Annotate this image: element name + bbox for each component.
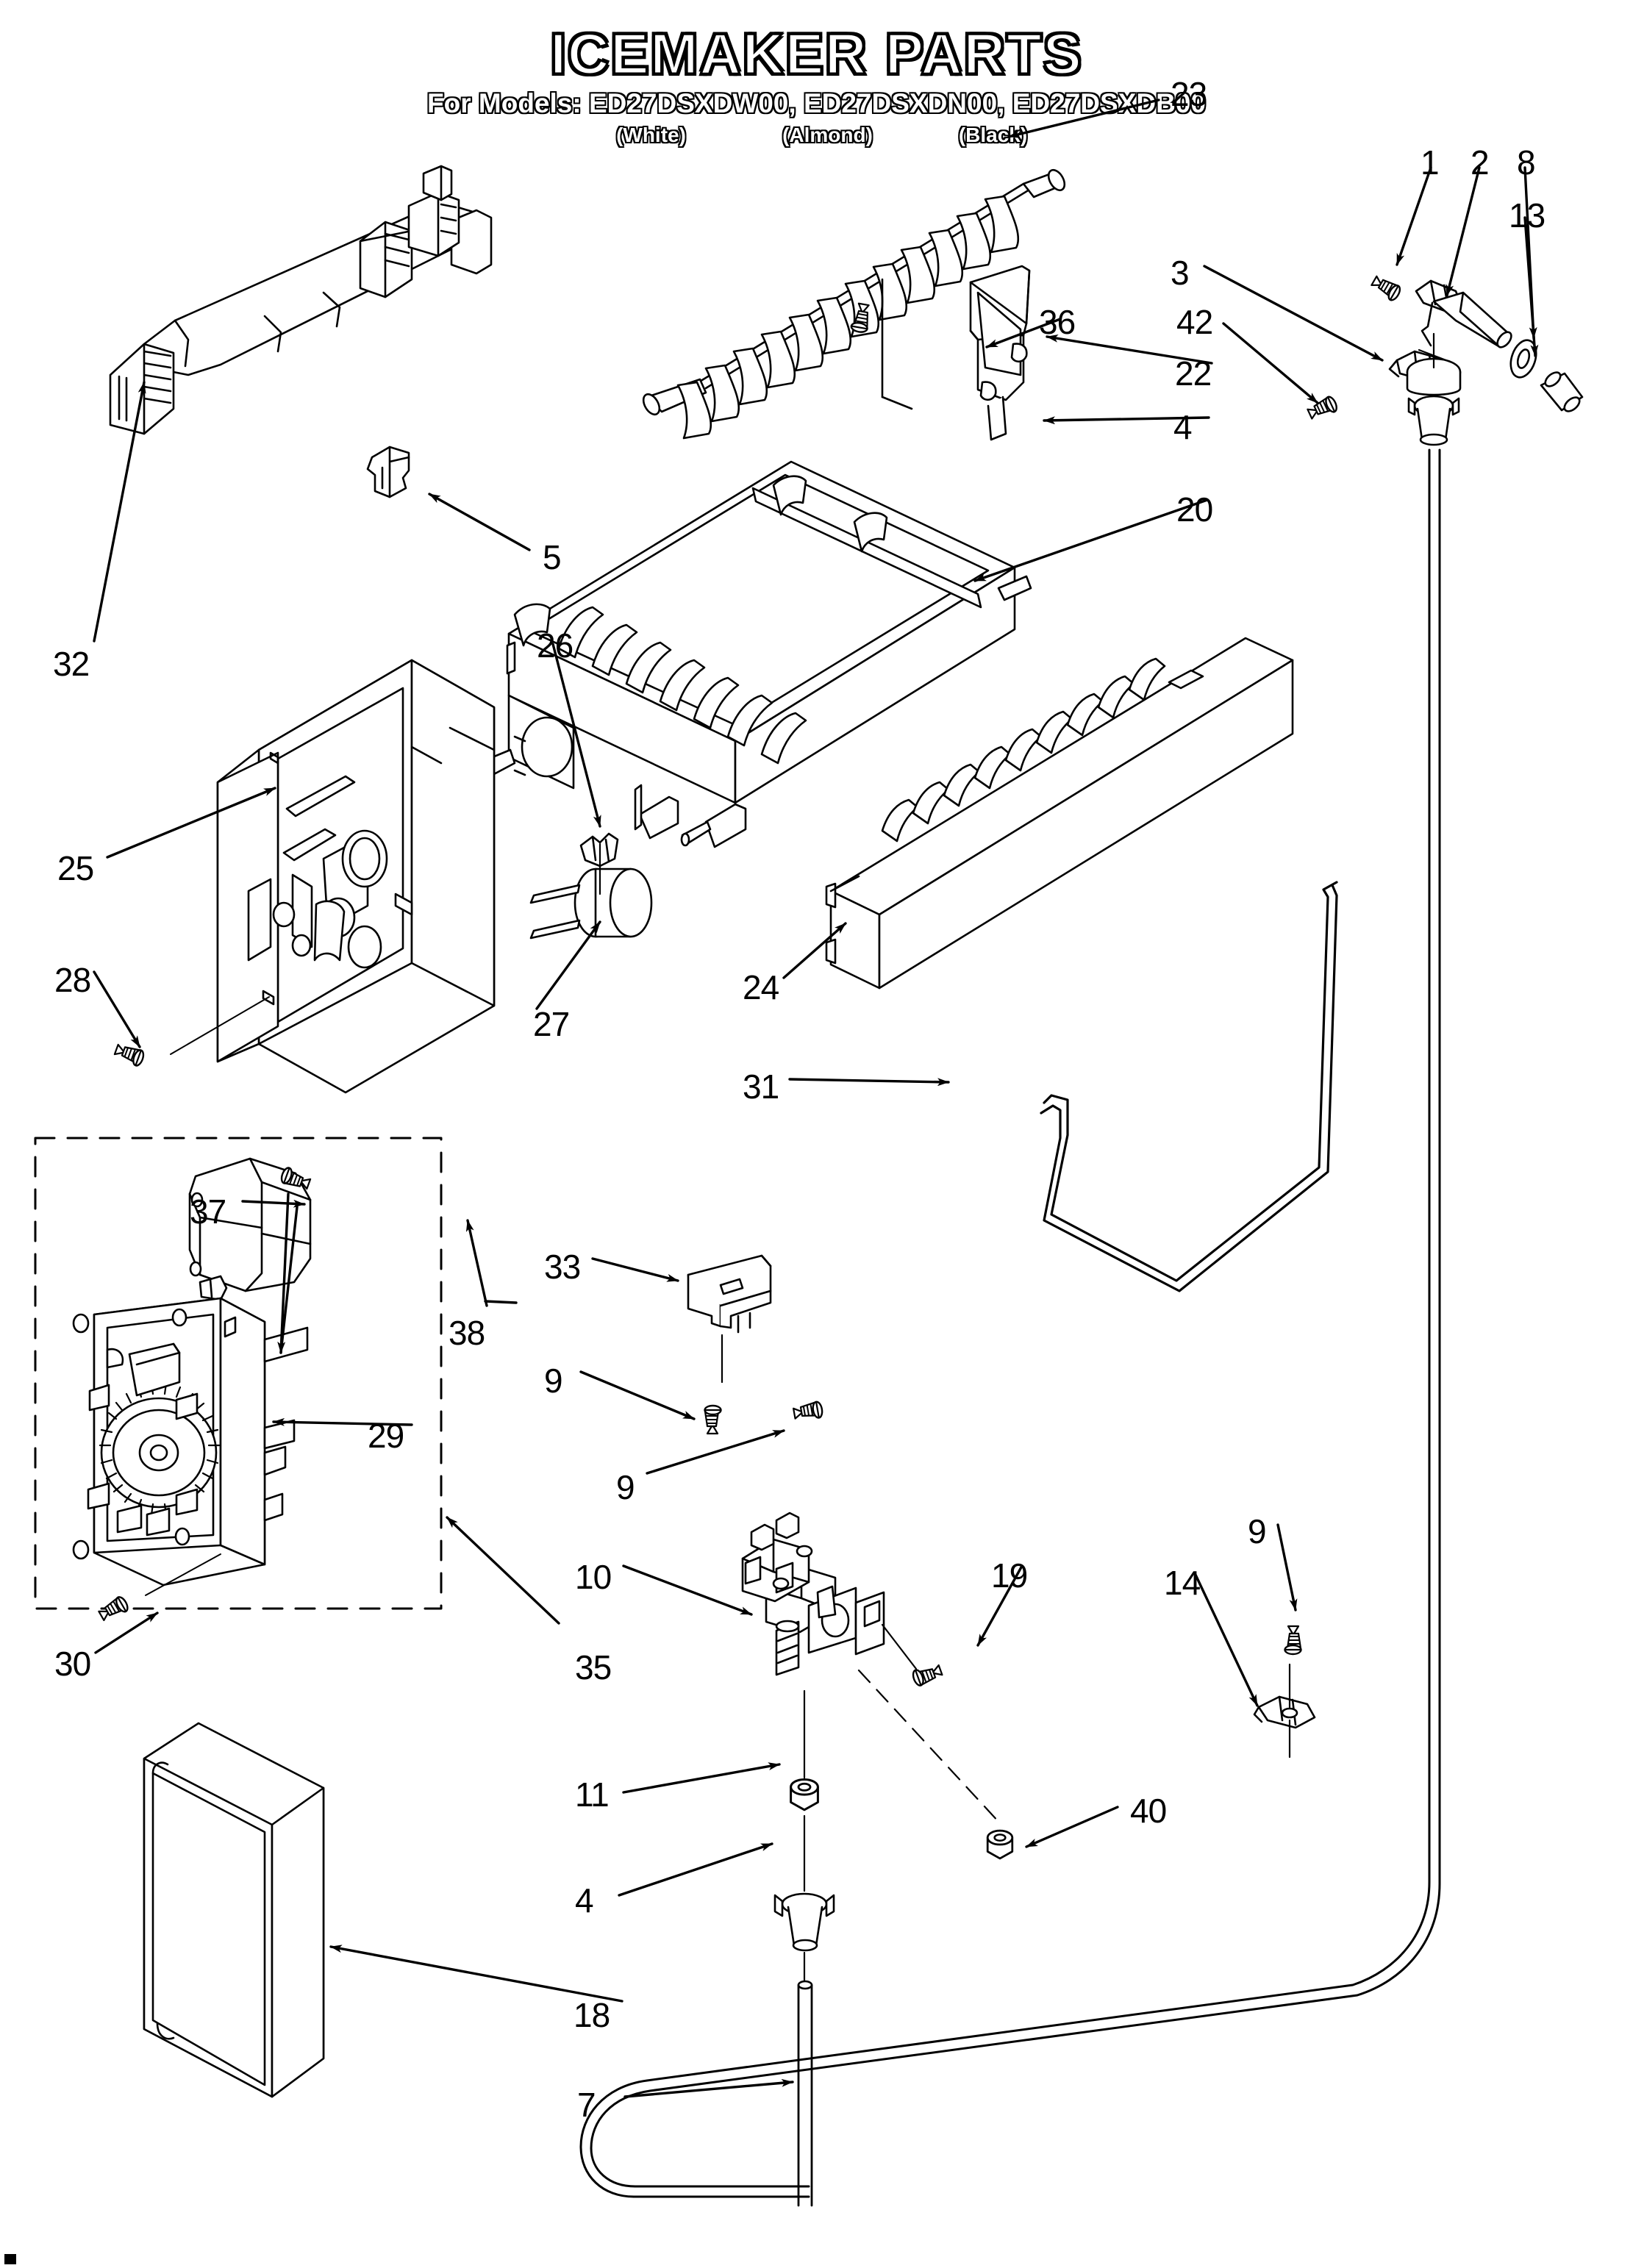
part-14-tubing-clamp [1253,1695,1316,1729]
part-9-mounting-screw-b [792,1400,825,1423]
part-40-compression-nut [986,1829,1014,1860]
finish-white: (White) [616,124,686,146]
part-29-icemaker-control-module [72,1297,309,1586]
models-line: For Models: ED27DSXDW00, ED27DSXDN00, ED… [427,88,1206,118]
callout-35: 35 [575,1648,612,1686]
part-31-shutoff-arm-wire-bail [1040,881,1338,1292]
part-24-ice-stripper [825,637,1294,990]
callout-22: 22 [1175,354,1212,393]
part-18-icemaker-insulation-pad [143,1722,325,2098]
part-10-water-inlet-valve [741,1512,885,1676]
callout-40: 40 [1130,1792,1167,1830]
callout-20: 20 [1176,490,1213,529]
callout-23: 23 [1171,75,1207,113]
part-32-wire-harness [109,165,493,435]
part-19-valve-bracket-screw [910,1661,944,1688]
callout-24: 24 [743,968,779,1006]
callout-8: 8 [1517,143,1536,182]
callout-29: 29 [368,1417,404,1455]
callout-28: 28 [54,961,91,999]
callout-2: 2 [1471,143,1490,182]
callout-13: 13 [1509,196,1546,235]
callout-14: 14 [1164,1564,1201,1602]
callout-11: 11 [575,1775,610,1814]
part-9-mounting-screw-a [704,1404,722,1435]
part-11-valve-nut [790,1778,819,1811]
callout-31: 31 [743,1067,779,1106]
fill-tube-assembly [1305,273,1584,446]
callout-7: 7 [577,2086,596,2124]
callout-36: 36 [1039,303,1076,341]
callout-38: 38 [449,1314,485,1352]
part-25-icemaker-module-housing [216,659,496,1094]
callout-42: 42 [1176,303,1213,341]
dashed-group-box-35 [34,1137,443,1610]
finish-almond: (Almond) [782,124,873,146]
callout-9-a: 9 [544,1362,563,1400]
callout-9-b: 9 [616,1468,635,1506]
callout-1: 1 [1421,143,1440,182]
part-22-water-fill-cup [969,265,1031,441]
part-9-mounting-screw-c [1284,1625,1302,1656]
part-27-bi-metal-thermostat [529,843,653,940]
callout-18: 18 [573,1996,610,2034]
callout-33: 33 [544,1248,581,1286]
part-4-tube-grommet-bottom [773,1892,835,1952]
callout-25: 25 [57,849,94,887]
callout-30: 30 [54,1645,91,1683]
callout-10: 10 [575,1558,612,1596]
callout-19: 19 [991,1556,1028,1595]
page-title: ICEMAKER PARTS [549,21,1083,87]
callout-5: 5 [543,538,562,576]
callout-4-bottom: 4 [575,1881,594,1920]
callout-3: 3 [1171,254,1190,292]
part-5-harness-clip [366,446,410,498]
part-20-ice-mold-assembly [440,460,1032,804]
callout-4-top: 4 [1173,408,1193,446]
callout-26: 26 [537,626,573,665]
part-7-water-supply-tubing [579,448,1441,2198]
callout-27: 27 [533,1005,570,1043]
callout-9-c: 9 [1248,1512,1267,1550]
part-33-fill-cup-cover [687,1254,772,1334]
callout-32: 32 [53,645,90,683]
part-23-ice-auger [642,168,1066,440]
callout-37: 37 [190,1192,226,1231]
finishes-line: (White)(Almond)(Black) [0,124,1633,147]
